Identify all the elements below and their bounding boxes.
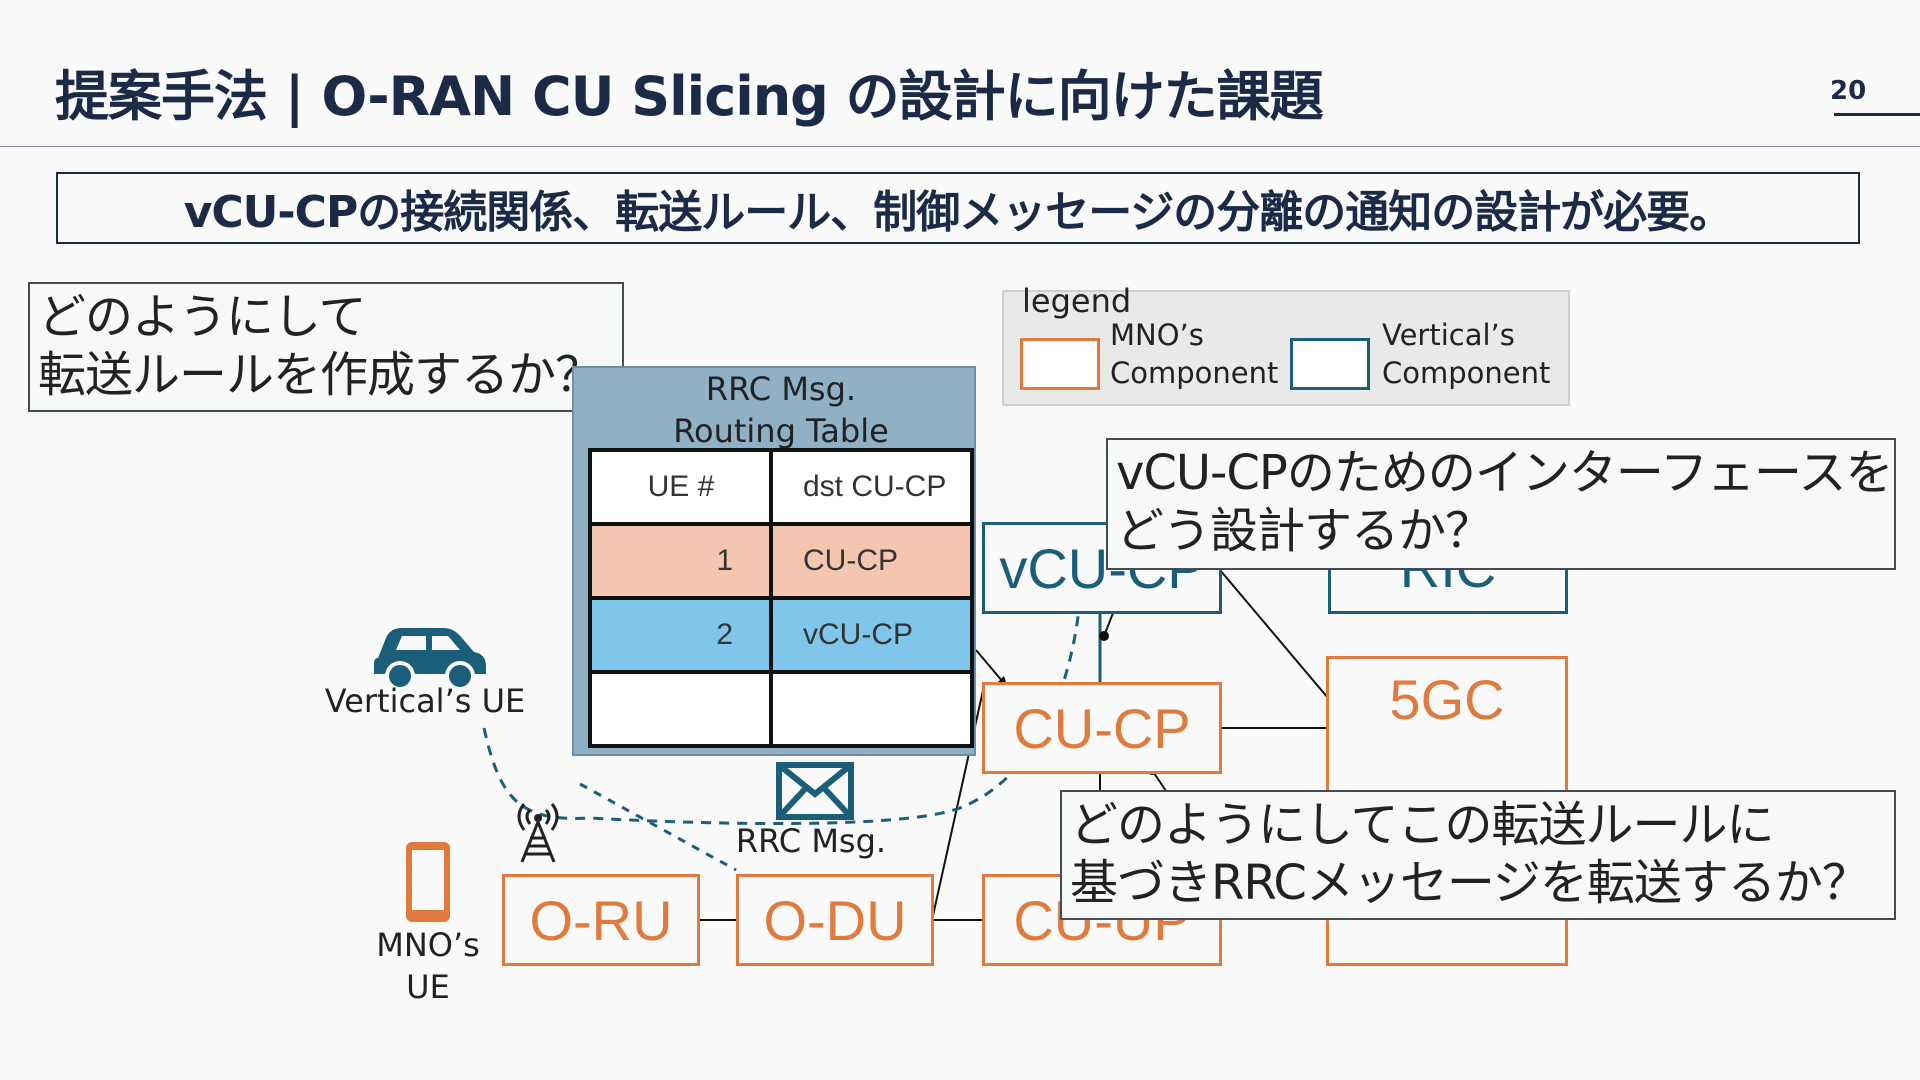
- link-vcucp-5gc: [1219, 569, 1329, 699]
- legend-label-mno: MNO’s Component: [1110, 318, 1279, 390]
- table-row: 2 vCU-CP: [588, 596, 974, 674]
- vertical-ue-label: Vertical’s UE: [324, 682, 526, 720]
- node-cu-cp: CU-CP: [982, 682, 1222, 774]
- callout-interface-line2: どう設計するか？: [1116, 503, 1493, 559]
- table-row: [588, 670, 974, 748]
- callout-forwarding: どのようにしてこの転送ルールに 基づきRRCメッセージを転送するか？: [1060, 790, 1896, 920]
- routing-table: UE # dst CU-CP 1 CU-CP 2 vCU-CP: [588, 448, 974, 748]
- callout-routing-rule: どのようにして 転送ルールを作成するか？: [28, 282, 624, 412]
- title-divider: [0, 146, 1920, 147]
- key-message-box: vCU-CPの接続関係、転送ルール、制御メッセージの分離の通知の設計が必要。: [56, 172, 1860, 244]
- smartphone-icon: [406, 842, 450, 922]
- callout-forwarding-line1: どのようにしてこの転送ルールに: [1070, 797, 1775, 853]
- table-cell-dst: CU-CP: [769, 522, 974, 600]
- table-cell-ue: 2: [588, 596, 773, 674]
- node-o-ru: O-RU: [502, 874, 700, 966]
- header-dst-cucp: dst CU-CP: [769, 448, 974, 526]
- vertical-ue-dashed-path: [482, 599, 1082, 826]
- legend-swatch-mno: [1020, 338, 1100, 390]
- callout-interface-design: vCU-CPのためのインターフェースを どう設計するか？: [1106, 438, 1896, 570]
- rrc-msg-dashed-path: [579, 782, 737, 872]
- callout-routing-rule-line1: どのようにして: [38, 289, 367, 345]
- table-header-row: UE # dst CU-CP: [588, 448, 974, 526]
- mno-ue-label: MNO’s UE: [376, 926, 480, 1006]
- page-number: 20: [1830, 76, 1867, 106]
- slide-title: 提案手法 | O-RAN CU Slicing の設計に向けた課題: [55, 65, 1324, 128]
- header-ue-number: UE #: [588, 448, 773, 526]
- table-row: 1 CU-CP: [588, 522, 974, 600]
- rrc-msg-label: RRC Msg.: [735, 822, 887, 860]
- antenna-tower-icon: [517, 803, 559, 863]
- legend-label-vertical: Vertical’s Component: [1382, 318, 1551, 390]
- table-cell-dst: [769, 670, 974, 748]
- table-cell-ue: [588, 670, 773, 748]
- callout-routing-rule-line2: 転送ルールを作成するか？: [38, 347, 603, 403]
- table-cell-ue: 1: [588, 522, 773, 600]
- callout-forwarding-line2: 基づきRRCメッセージを転送するか？: [1070, 855, 1870, 911]
- routing-table-title: RRC Msg. Routing Table: [673, 370, 889, 450]
- page-number-underline: [1834, 113, 1920, 116]
- legend-title: legend: [1022, 282, 1132, 320]
- key-message: vCU-CPの接続関係、転送ルール、制御メッセージの分離の通知の設計が必要。: [183, 187, 1734, 238]
- legend-swatch-vertical: [1290, 338, 1370, 390]
- car-icon: [374, 628, 486, 691]
- table-cell-dst: vCU-CP: [769, 596, 974, 674]
- envelope-icon: [776, 762, 854, 820]
- callout-interface-line1: vCU-CPのためのインターフェースを: [1116, 445, 1894, 501]
- node-o-du: O-DU: [736, 874, 934, 966]
